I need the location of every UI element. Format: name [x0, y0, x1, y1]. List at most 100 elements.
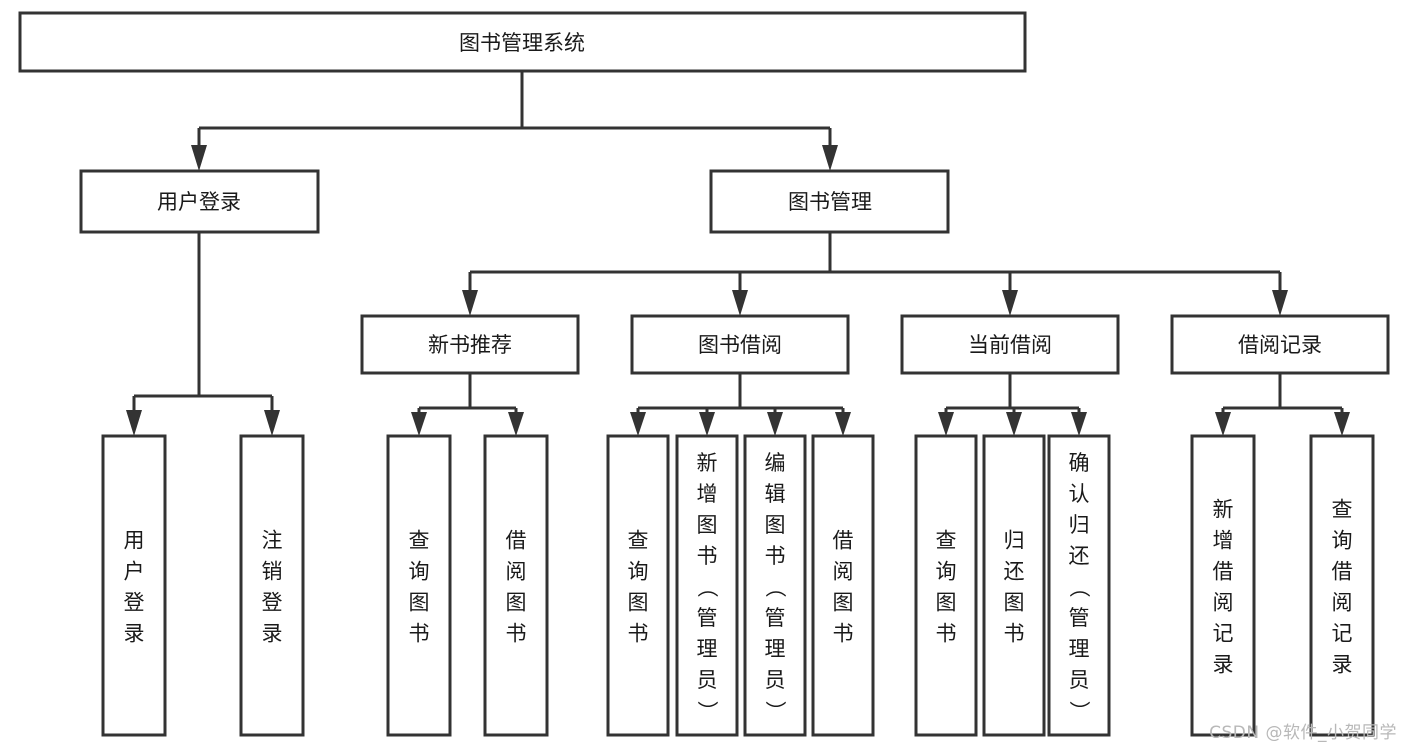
node-leaf-add-book-admin-glyph: （ — [695, 577, 719, 598]
node-leaf-borrow-book-recommend-rect[interactable] — [483, 434, 549, 737]
node-leaf-confirm-return-admin-glyph: 认 — [1069, 482, 1090, 506]
node-current-borrow[interactable]: 当前借阅 — [900, 314, 1120, 375]
node-leaf-return-book-glyph: 还 — [1004, 560, 1025, 584]
node-leaf-query-borrow-record-glyph: 录 — [1332, 653, 1353, 677]
node-leaf-return-book-glyph: 图 — [1004, 591, 1025, 615]
node-leaf-query-borrow-record-glyph: 查 — [1332, 498, 1353, 522]
connector-group-borrow-record — [1215, 373, 1350, 436]
arrowhead-leaf-query-borrow-record — [1334, 412, 1350, 436]
arrowhead-leaf-query-book-recommend — [411, 412, 427, 436]
node-leaf-confirm-return-admin-glyph: 管 — [1069, 606, 1090, 630]
node-book-borrow-rect[interactable] — [630, 314, 850, 375]
connector-group-current-borrow — [938, 373, 1087, 436]
node-leaf-query-book-current-rect[interactable] — [914, 434, 978, 737]
node-leaf-add-book-admin-glyph: 员 — [697, 668, 718, 692]
node-new-book-recommend[interactable]: 新书推荐 — [360, 314, 580, 375]
node-current-borrow-label: 当前借阅 — [968, 333, 1052, 357]
arrowhead-leaf-return-book — [1006, 412, 1022, 436]
node-leaf-edit-book-admin-glyph: 管 — [765, 606, 786, 630]
node-borrow-record-rect[interactable] — [1170, 314, 1390, 375]
node-book-management-label: 图书管理 — [788, 190, 872, 214]
node-leaf-borrow-book-recommend-glyph: 图 — [506, 591, 527, 615]
node-leaf-add-book-admin-glyph: ） — [695, 701, 719, 722]
node-leaf-query-borrow-record-glyph: 阅 — [1332, 591, 1353, 615]
arrowhead-leaf-confirm-return-admin — [1071, 412, 1087, 436]
node-leaf-confirm-return-admin-glyph: 归 — [1069, 513, 1090, 537]
node-leaf-confirm-return-admin-glyph: 员 — [1069, 668, 1090, 692]
arrowhead-leaf-borrow-book — [835, 412, 851, 436]
node-leaf-edit-book-admin-glyph: 理 — [765, 637, 786, 661]
node-current-borrow-rect[interactable] — [900, 314, 1120, 375]
node-leaf-edit-book-admin-glyph: （ — [763, 577, 787, 598]
node-leaf-return-book-glyph: 归 — [1004, 529, 1025, 553]
node-leaf-edit-book-admin-glyph: 辑 — [765, 482, 786, 506]
node-book-borrow[interactable]: 图书借阅 — [630, 314, 850, 375]
node-leaf-add-book-admin-glyph: 新 — [697, 451, 718, 475]
node-leaf-user-logout-rect[interactable] — [239, 434, 305, 737]
node-leaf-query-book-borrow-glyph: 查 — [628, 529, 649, 553]
node-leaf-query-book-current-glyph: 书 — [936, 622, 957, 646]
node-leaf-edit-book-admin-rect[interactable] — [743, 434, 807, 737]
node-leaf-query-book-borrow-glyph: 询 — [628, 560, 649, 584]
node-book-management[interactable]: 图书管理 — [709, 169, 950, 234]
arrowhead-leaf-user-logout — [264, 410, 280, 436]
node-leaf-user-login-rect[interactable] — [101, 434, 167, 737]
node-user-login[interactable]: 用户登录 — [79, 169, 320, 234]
node-leaf-add-book-admin-glyph: 理 — [697, 637, 718, 661]
arrowhead-leaf-add-book-admin — [699, 412, 715, 436]
node-leaf-return-book-glyph: 书 — [1004, 622, 1025, 646]
node-leaf-query-book-borrow-glyph: 书 — [628, 622, 649, 646]
arrowhead-leaf-borrow-book-recommend — [508, 412, 524, 436]
node-leaf-borrow-book-rect[interactable] — [811, 434, 875, 737]
node-leaf-query-book-current-glyph: 询 — [936, 560, 957, 584]
node-leaf-confirm-return-admin-rect[interactable] — [1047, 434, 1111, 737]
node-leaf-user-login-glyph: 用 — [124, 529, 145, 553]
node-leaf-user-logout-glyph: 登 — [262, 591, 283, 615]
node-leaf-edit-book-admin-glyph: ） — [763, 701, 787, 722]
arrowhead-leaf-edit-book-admin — [767, 412, 783, 436]
node-leaf-query-book-recommend-rect[interactable] — [386, 434, 452, 737]
node-leaf-add-book-admin-glyph: 图 — [697, 513, 718, 537]
node-leaf-add-book-admin-rect[interactable] — [675, 434, 739, 737]
node-leaf-borrow-book-recommend-glyph: 书 — [506, 622, 527, 646]
node-leaf-query-book-borrow-glyph: 图 — [628, 591, 649, 615]
node-new-book-recommend-rect[interactable] — [360, 314, 580, 375]
node-leaf-edit-book-admin-glyph: 书 — [765, 544, 786, 568]
node-leaf-query-borrow-record-rect[interactable] — [1309, 434, 1375, 737]
node-leaf-add-borrow-record-rect[interactable] — [1190, 434, 1256, 737]
arrowhead-book-borrow — [732, 290, 748, 316]
node-leaf-return-book-rect[interactable] — [982, 434, 1046, 737]
node-new-book-recommend-label: 新书推荐 — [428, 333, 512, 357]
node-leaf-add-borrow-record-glyph: 借 — [1213, 560, 1234, 584]
node-leaf-add-book-admin-glyph: 增 — [697, 482, 718, 506]
node-leaf-add-borrow-record-glyph: 录 — [1213, 653, 1234, 677]
arrowhead-new-book-recommend — [462, 290, 478, 316]
leaf-label-layer: 用户登录注销登录查询图书借阅图书查询图书新增图书（管理员）编辑图书（管理员）借阅… — [124, 451, 1353, 722]
node-leaf-confirm-return-admin-glyph: 确 — [1069, 451, 1090, 475]
leaf-node-group — [101, 434, 1375, 737]
node-borrow-record[interactable]: 借阅记录 — [1170, 314, 1390, 375]
arrowhead-leaf-user-login — [126, 410, 142, 436]
node-leaf-user-login-glyph: 登 — [124, 591, 145, 615]
node-leaf-add-borrow-record-glyph: 记 — [1213, 622, 1234, 646]
node-leaf-query-book-recommend-glyph: 图 — [409, 591, 430, 615]
node-leaf-query-book-borrow-rect[interactable] — [606, 434, 670, 737]
node-leaf-query-book-current-glyph: 查 — [936, 529, 957, 553]
arrowhead-book-management — [822, 145, 838, 171]
node-leaf-add-borrow-record-glyph: 增 — [1213, 529, 1234, 553]
node-leaf-user-logout-glyph: 销 — [262, 560, 283, 584]
node-leaf-borrow-book-glyph: 书 — [833, 622, 854, 646]
node-leaf-user-login-label: 用户登录 — [124, 529, 145, 646]
node-root-rect[interactable] — [18, 11, 1027, 73]
node-root[interactable]: 图书管理系统 — [18, 11, 1027, 73]
node-book-management-rect[interactable] — [709, 169, 950, 234]
node-user-login-rect[interactable] — [79, 169, 320, 234]
node-leaf-query-book-recommend-glyph: 书 — [409, 622, 430, 646]
